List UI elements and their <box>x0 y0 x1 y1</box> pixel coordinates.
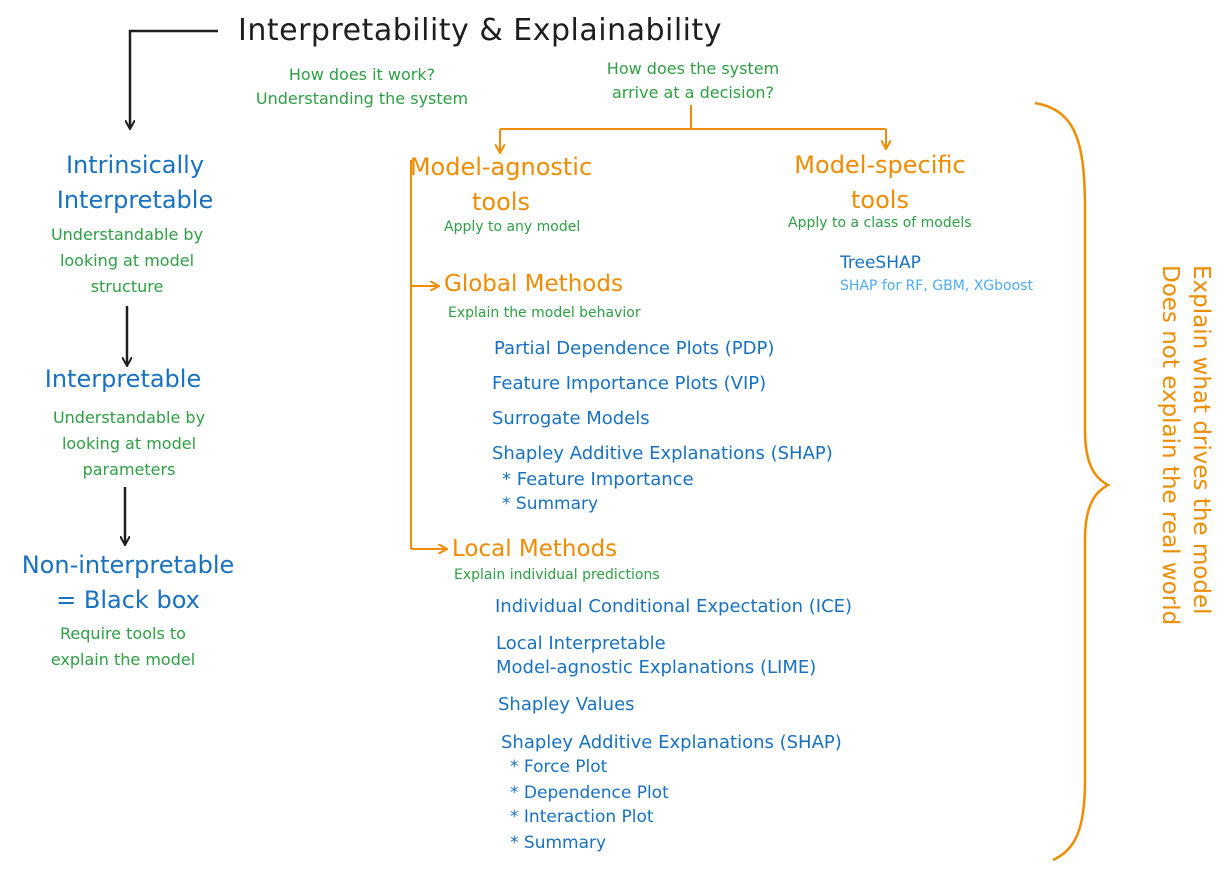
local-item: Local Interpretable <box>496 633 666 654</box>
right-brace <box>1034 101 1111 862</box>
subtitle-left: How does it work? Understanding the syst… <box>236 63 488 111</box>
local-item: Shapley Additive Explanations (SHAP) <box>501 732 842 753</box>
interpretable-desc: Understandable by looking at model param… <box>24 405 234 483</box>
blackbox-title: Non-interpretable = Black box <box>6 548 250 618</box>
interpretable-desc-line: looking at model <box>61 434 197 453</box>
interpretable-desc-line: Understandable by <box>52 408 206 427</box>
intrinsic-desc-line: looking at model <box>59 251 195 270</box>
blackbox-title-line: Non-interpretable <box>21 551 235 579</box>
intrinsic-title-line: Intrinsically <box>65 151 205 179</box>
arrow-title-to-intrinsic <box>130 29 218 128</box>
global-desc: Explain the model behavior <box>448 305 641 321</box>
brace-text-line: Does not explain the real world <box>1156 265 1183 626</box>
intrinsic-title: Intrinsically Interpretable <box>30 148 240 218</box>
subtitle-right-line: How does the system <box>606 59 780 78</box>
local-item: Individual Conditional Expectation (ICE) <box>495 596 853 617</box>
agnostic-title-line: tools <box>472 188 530 216</box>
brace-text-line: Explain what drives the model <box>1188 265 1214 615</box>
intrinsic-desc-line: Understandable by <box>50 225 204 244</box>
blackbox-desc-line: explain the model <box>50 650 196 669</box>
interpretable-desc-line: parameters <box>82 460 176 479</box>
local-subitem: * Interaction Plot <box>510 807 654 827</box>
global-title: Global Methods <box>444 271 623 297</box>
local-item: Shapley Values <box>498 694 635 715</box>
global-item: Feature Importance Plots (VIP) <box>492 373 767 394</box>
global-item: Partial Dependence Plots (PDP) <box>494 338 775 359</box>
global-subitem: * Feature Importance <box>502 469 694 490</box>
interpretable-title: Interpretable <box>44 365 202 393</box>
local-item: Model-agnostic Explanations (LIME) <box>496 657 817 678</box>
specific-desc: Apply to a class of models <box>788 215 972 231</box>
subtitle-right-line: arrive at a decision? <box>611 83 775 102</box>
specific-title-line: Model-specific <box>794 151 966 179</box>
local-title: Local Methods <box>452 536 618 562</box>
intrinsic-desc-line: structure <box>90 277 164 296</box>
agnostic-desc: Apply to any model <box>444 219 581 235</box>
treeshap-label: TreeSHAP <box>840 253 921 273</box>
blackbox-desc-line: Require tools to <box>60 624 186 643</box>
specific-title-line: tools <box>851 186 909 214</box>
global-item: Surrogate Models <box>492 408 650 429</box>
treeshap-desc: SHAP for RF, GBM, XGboost <box>840 278 1033 294</box>
local-subitem: * Dependence Plot <box>510 783 669 803</box>
page-title: Interpretability & Explainability <box>238 13 723 48</box>
intrinsic-desc: Understandable by looking at model struc… <box>22 222 232 300</box>
agnostic-title: Model-agnostic tools <box>398 150 604 220</box>
brace-text: Explain what drives the model Does not e… <box>1154 265 1216 625</box>
blackbox-title-line: = Black box <box>56 586 200 614</box>
blackbox-desc: Require tools to explain the model <box>18 621 228 673</box>
local-subitem: * Force Plot <box>510 757 608 777</box>
local-desc: Explain individual predictions <box>454 567 660 583</box>
agnostic-title-line: Model-agnostic <box>409 153 593 181</box>
specific-title: Model-specific tools <box>780 148 980 218</box>
subtitle-right: How does the system arrive at a decision… <box>585 57 801 105</box>
local-subitem: * Summary <box>510 833 607 853</box>
intrinsic-title-line: Interpretable <box>56 186 214 214</box>
subtitle-left-line: Understanding the system <box>255 89 469 108</box>
subtitle-left-line: How does it work? <box>288 65 436 84</box>
global-item: Shapley Additive Explanations (SHAP) <box>492 443 833 464</box>
global-subitem: * Summary <box>502 494 599 514</box>
